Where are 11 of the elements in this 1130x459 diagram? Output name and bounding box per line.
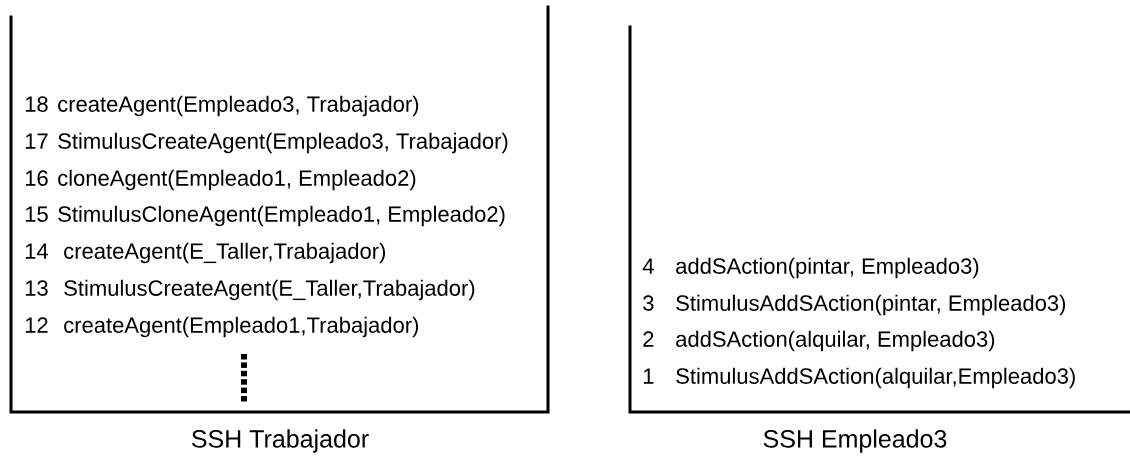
stack-entry: 17 StimulusCreateAgent(Empleado3, Trabajador) [25, 132, 508, 154]
stack-entry: 3 StimulusAddSAction(pintar, Empleado3) [643, 294, 1066, 316]
stack-entry: 15 StimulusCloneAgent(Empleado1, Empleado2) [25, 205, 505, 227]
stack-entry: 18 createAgent(Empleado3, Trabajador) [25, 95, 419, 117]
stack-entry: 4 addSAction(pintar, Empleado3) [642, 257, 979, 279]
stack-entry: 14 createAgent(E_Taller,Trabajador) [25, 242, 386, 264]
stack-entry: 1 StimulusAddSAction(alquilar,Empleado3) [643, 367, 1075, 389]
stack-entry: 13 StimulusCreateAgent(E_Taller,Trabajador) [25, 279, 475, 301]
stack-entry: 2 addSAction(alquilar, Empleado3) [643, 330, 995, 352]
stack-entry: 16 cloneAgent(Empleado1, Empleado2) [25, 169, 416, 191]
stack-entry: 12 createAgent(Empleado1,Trabajador) [25, 316, 419, 338]
